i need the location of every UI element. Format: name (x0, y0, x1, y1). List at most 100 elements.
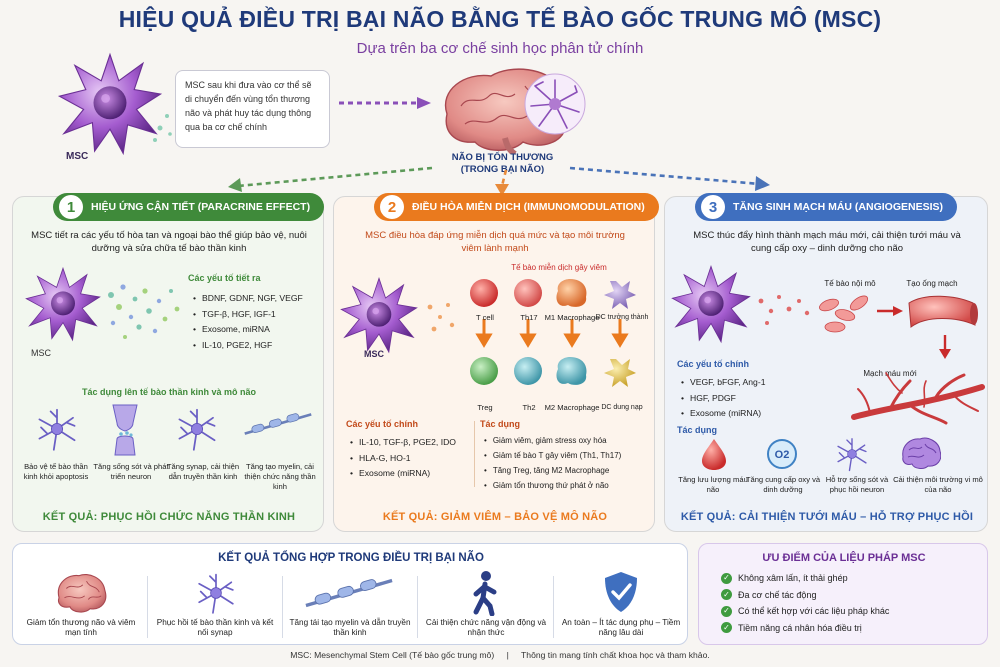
panel-number: 3 (701, 195, 725, 219)
effect-label: Bảo vệ tế bào thần kinh khỏi apoptosis (23, 462, 89, 481)
cell-label-m2: M2 Macrophage (544, 403, 600, 412)
key-factors-list: IL-10, TGF-β, PGE2, IDO HLA-G, HO-1 Exos… (350, 435, 456, 482)
advantage-text: Không xâm lấn, ít thải ghép (738, 573, 848, 583)
msc-secreting-icon (25, 267, 180, 341)
brain-icon (902, 437, 941, 469)
key-factors-title: Các yếu tố chính (346, 419, 419, 429)
inflammatory-cells-title: Tế bào miễn dịch gây viêm (511, 263, 607, 272)
msc-label: MSC (31, 348, 51, 358)
panel-title: HIỆU ỨNG CẬN TIẾT (PARACRINE EFFECT) (91, 201, 311, 213)
summary-item: An toàn – Ít tác dụng phụ – Tiềm năng lâ… (561, 618, 681, 637)
footer: MSC: Mesenchymal Stem Cell (Tế bào gốc t… (0, 650, 1000, 660)
svg-text:O2: O2 (775, 449, 790, 461)
list-item: HLA-G, HO-1 (350, 451, 456, 467)
effects-title: Tác dụng (480, 419, 520, 429)
oxygen-icon: O2 (767, 439, 797, 469)
advantages-box: ƯU ĐIỂM CỦA LIỆU PHÁP MSC ✓Không xâm lấn… (698, 543, 988, 645)
effect-label: Cải thiện môi trường vi mô của não (893, 475, 983, 494)
summary-item: Phục hồi tế bào thần kinh và kết nối syn… (156, 618, 274, 637)
new-blood-vessel-icon (851, 372, 985, 425)
secreted-factors-title: Các yếu tố tiết ra (188, 273, 261, 283)
angiogenesis-description: MSC thúc đẩy hình thành mạch máu mới, cả… (693, 230, 961, 254)
branch-arrows (228, 166, 770, 196)
summary-item: Tăng tái tạo myelin và dẫn truyền thần k… (289, 618, 411, 637)
vessel-formation-diagram (819, 295, 978, 359)
secreted-factors-list: BDNF, GDNF, NGF, VEGF TGF-β, HGF, IGF-1 … (193, 291, 303, 353)
damaged-brain-icon (444, 68, 586, 154)
effects-title: Tác dụng (677, 425, 717, 435)
angiogenesis-result: KẾT QUẢ: CẢI THIỆN TƯỚI MÁU – HỖ TRỢ PHỤ… (680, 511, 974, 523)
summary-item: Giảm tổn thương não và viêm mạn tính (26, 618, 136, 637)
paracrine-heading: 1 HIỆU ỨNG CẬN TIẾT (PARACRINE EFFECT) (53, 193, 325, 221)
panel-title: ĐIỀU HÒA MIỄN DỊCH (IMMUNOMODULATION) (412, 201, 645, 213)
footer-right: Thông tin mang tính chất khoa học và tha… (521, 650, 710, 660)
list-item: BDNF, GDNF, NGF, VEGF (193, 291, 303, 307)
msc-label: MSC (364, 349, 384, 359)
cell-label-dc-tolerant: DC dung nạp (601, 404, 643, 411)
page-title: HIỆU QUẢ ĐIỀU TRỊ BẠI NÃO BẰNG TẾ BÀO GỐ… (118, 6, 882, 32)
walking-child-icon (473, 571, 497, 616)
msc-label: MSC (66, 151, 89, 162)
panel-title: TĂNG SINH MẠCH MÁU (ANGIOGENESIS) (733, 201, 943, 213)
list-item: IL-10, PGE2, HGF (193, 338, 303, 354)
cell-label-treg: Treg (477, 403, 493, 412)
neuron-branch-icon (178, 408, 216, 451)
list-item: Giảm tế bào T gây viêm (Th1, Th17) (484, 448, 622, 463)
arrow-right-icon (339, 97, 431, 109)
myelin-axon-icon (304, 576, 394, 608)
summary-box: KẾT QUẢ TỔNG HỢP TRONG ĐIỀU TRỊ BẠI NÃO … (12, 543, 688, 645)
cell-label-dc-mature: DC trưởng thành (595, 314, 649, 321)
msc-cell-icon (340, 277, 455, 353)
list-item: IL-10, TGF-β, PGE2, IDO (350, 435, 456, 451)
list-item: ✓ Đa cơ chế tác động (721, 587, 889, 604)
immunomodulation-description: MSC điều hòa đáp ứng miễn dịch quá mức v… (365, 230, 625, 254)
msc-cell-icon (58, 53, 172, 154)
endothelial-label: Tế bào nội mô (824, 279, 876, 288)
advantages-list: ✓Không xâm lấn, ít thải ghép ✓Đa cơ chế … (721, 570, 889, 636)
neuron-icon (38, 408, 76, 451)
neuron-icon (837, 438, 867, 472)
list-item: HGF, PDGF (681, 391, 765, 407)
advantages-title: ƯU ĐIỂM CỦA LIỆU PHÁP MSC (762, 552, 926, 564)
immunomodulation-result: KẾT QUẢ: GIẢM VIÊM – BẢO VỆ MÔ NÃO (382, 511, 608, 523)
synapse-icon (112, 404, 138, 456)
list-item: VEGF, bFGF, Ang-1 (681, 375, 765, 391)
divider (474, 421, 475, 487)
immune-cells-diagram (470, 279, 636, 387)
key-factors-title: Các yếu tố chính (677, 359, 750, 369)
tube-formation-label: Tạo ống mạch (906, 279, 958, 288)
key-factors-list: VEGF, bFGF, Ang-1 HGF, PDGF Exosome (miR… (681, 375, 765, 422)
panel-immunomodulation: 2 ĐIỀU HÒA MIỄN DỊCH (IMMUNOMODULATION) … (333, 193, 659, 532)
summary-title: KẾT QUẢ TỔNG HỢP TRONG ĐIỀU TRỊ BẠI NÃO (218, 552, 484, 564)
paracrine-description: MSC tiết ra các yếu tố hòa tan và ngoại … (31, 230, 307, 254)
damaged-brain-label: NÃO BỊ TỔN THƯƠNG (TRONG BẠI NÃO) (451, 152, 554, 175)
check-icon: ✓ (721, 605, 732, 617)
effect-label: Tăng sống sót và phát triển neuron (93, 462, 169, 481)
list-item: Exosome, miRNA (193, 322, 303, 338)
angiogenesis-heading: 3 TĂNG SINH MẠCH MÁU (ANGIOGENESIS) (695, 193, 957, 221)
list-item: Tăng Treg, tăng M2 Macrophage (484, 463, 621, 478)
advantage-text: Đa cơ chế tác động (738, 589, 817, 600)
myelin-axon-icon (243, 411, 313, 436)
check-icon: ✓ (721, 589, 732, 601)
list-item: Giảm tổn thương thứ phát ở não (484, 478, 621, 493)
footer-separator: | (506, 650, 509, 660)
list-item: Giảm viêm, giảm stress oxy hóa (484, 433, 621, 448)
list-item: TGF-β, HGF, IGF-1 (193, 307, 303, 323)
brain-icon (57, 573, 107, 613)
list-item: ✓ Có thể kết hợp với các liệu pháp khác (721, 603, 889, 620)
effect-label: Hỗ trợ sống sót và phục hồi neuron (825, 475, 889, 494)
cell-label-m1: M1 Macrophage (544, 313, 600, 322)
list-item: ✓Không xâm lấn, ít thải ghép (721, 570, 889, 587)
list-item: Exosome (miRNA) (350, 466, 456, 482)
advantage-text: Có thể kết hợp với các liệu pháp khác (738, 606, 890, 616)
msc-cell-icon (671, 265, 810, 343)
summary-item: Cải thiện chức năng vận động và nhận thứ… (425, 618, 547, 637)
cell-label-t-cell: T cell (475, 313, 494, 322)
panel-angiogenesis: 3 TĂNG SINH MẠCH MÁU (ANGIOGENESIS) MSC … (664, 193, 988, 532)
neuron-icon (198, 573, 234, 614)
shield-check-icon (605, 572, 637, 612)
cell-label-th2: Th2 (522, 403, 536, 412)
effect-label: Tăng tạo myelin, cải thiện chức năng thầ… (244, 462, 316, 491)
panel-paracrine: 1 HIỆU ỨNG CẬN TIẾT (PARACRINE EFFECT) M… (12, 193, 325, 532)
